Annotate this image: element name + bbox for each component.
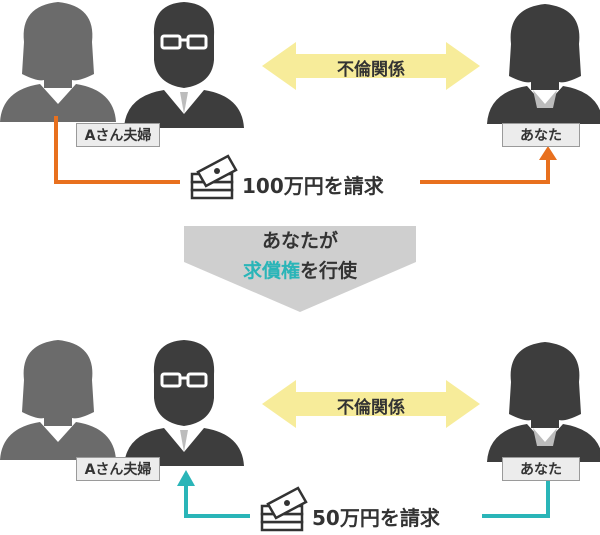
bottom-couple-woman — [0, 340, 116, 460]
top-you-woman — [487, 4, 600, 124]
middle-down-arrow — [184, 226, 416, 312]
top-relation-arrow — [262, 42, 480, 90]
bottom-you-label: あなた — [502, 457, 580, 481]
bottom-claim-label: 50万円を請求 — [308, 502, 444, 531]
bottom-claim-arrowhead — [177, 470, 195, 486]
middle-line1: あなたが — [261, 230, 338, 252]
bottom-couple-man — [124, 340, 244, 466]
top-claim-arrowhead — [539, 146, 557, 160]
top-claim-label: 100万円を請求 — [238, 170, 388, 199]
middle-suffix: を行使 — [300, 260, 358, 282]
bottom-you-woman — [487, 342, 600, 462]
top-couple-label: Aさん夫婦 — [76, 123, 160, 147]
bottom-relation-label: 不倫関係 — [337, 398, 405, 418]
top-you-label: あなた — [502, 123, 580, 147]
middle-highlight: 求償権 — [242, 260, 300, 282]
middle-text: あなたが 求償権を行使 — [180, 226, 420, 286]
bottom-relation-arrow — [262, 380, 480, 428]
top-couple-woman — [0, 2, 116, 122]
top-couple-man — [124, 2, 244, 128]
bottom-couple-label: Aさん夫婦 — [76, 457, 160, 481]
middle-line2: 求償権を行使 — [180, 256, 420, 286]
top-relation-label: 不倫関係 — [337, 60, 405, 80]
